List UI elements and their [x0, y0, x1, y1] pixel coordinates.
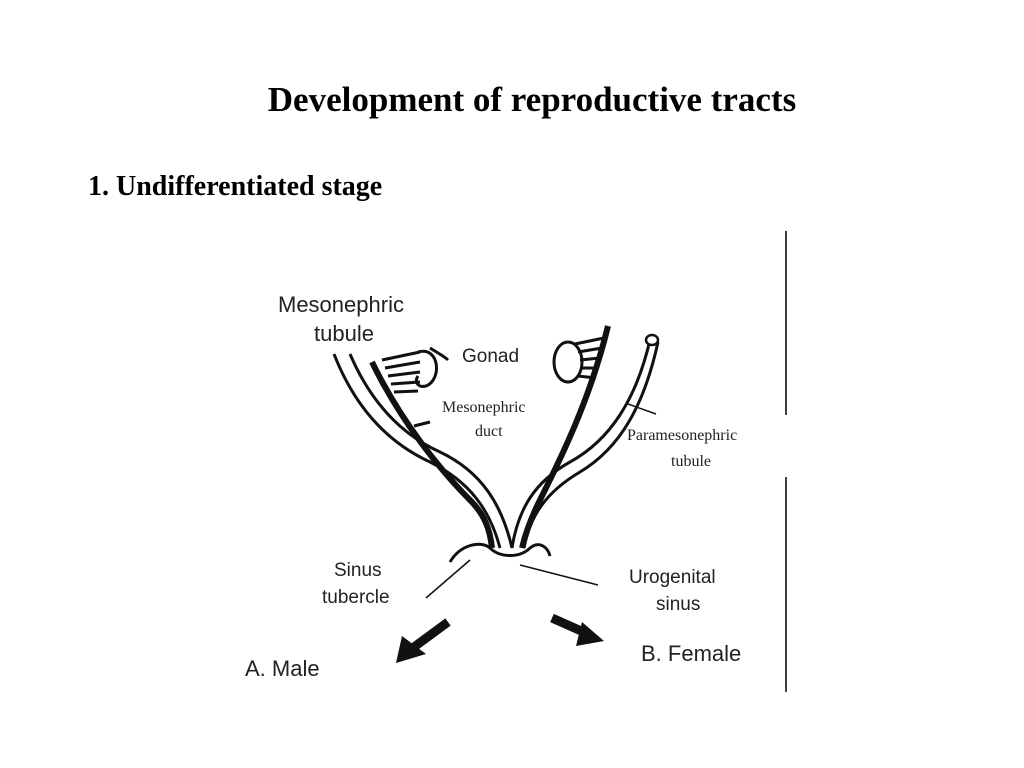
label-mesonephric-tubule-2: tubule: [314, 321, 374, 346]
label-female: B. Female: [641, 641, 741, 666]
paramesonephric-label-bg: [620, 415, 800, 477]
label-sinus-tubercle-2: tubercle: [322, 587, 390, 608]
left-gonad: [381, 346, 450, 394]
left-paramesonephric-duct: [369, 360, 495, 549]
slide-title: Development of reproductive tracts: [267, 80, 797, 119]
label-urogenital-sinus-1: Urogenital: [629, 567, 716, 588]
label-mesonephric-tubule-1: Mesonephric: [278, 292, 404, 317]
label-paramesonephric-tubule-2: tubule: [671, 453, 711, 470]
right-mesonephric-duct: [510, 339, 660, 549]
left-mesonephric-duct: [332, 353, 514, 549]
arrow-male-icon: [396, 618, 451, 663]
slide-subtitle: 1. Undifferentiated stage: [88, 171, 383, 202]
label-male: A. Male: [245, 656, 320, 681]
label-paramesonephric-tubule-1: Paramesonephric: [627, 427, 737, 444]
label-sinus-tubercle-1: Sinus: [334, 560, 382, 581]
label-mesonephric-duct-2: duct: [475, 423, 503, 440]
label-mesonephric-duct-1: Mesonephric: [442, 399, 526, 416]
arrow-female-icon: [550, 613, 604, 646]
label-gonad: Gonad: [462, 346, 519, 367]
right-gonad: [552, 336, 605, 384]
label-urogenital-sinus-2: sinus: [656, 594, 700, 615]
sinus-tubercle: [448, 542, 552, 563]
